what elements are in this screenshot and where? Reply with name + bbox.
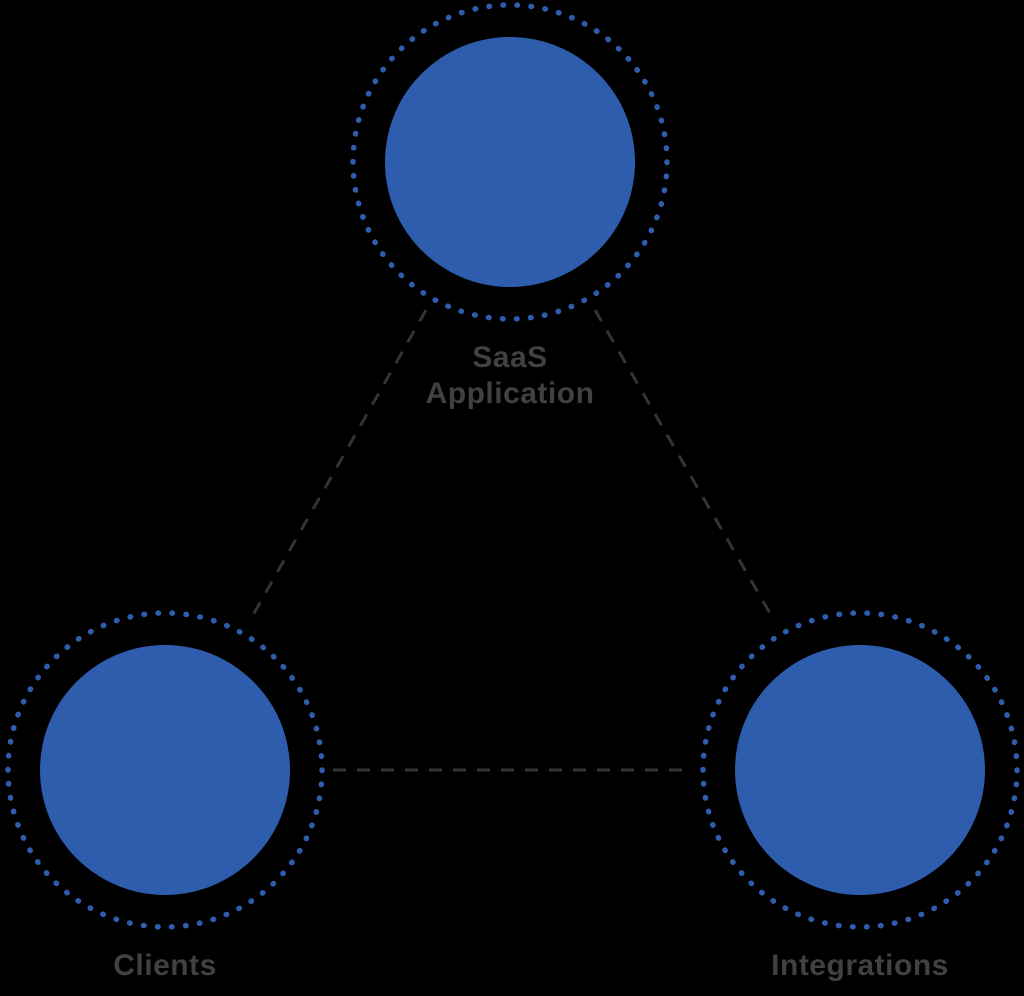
connector-saas-to-integrations [593, 309, 777, 623]
clients-dotted-ring-icon [5, 610, 325, 930]
connector-saas-to-clients [247, 309, 428, 623]
saas-application-node-circle [385, 37, 635, 287]
clients-label: Clients [113, 949, 217, 982]
integrations-label: Integrations [771, 949, 949, 982]
integrations-node-circle [735, 645, 985, 895]
saas-application-dotted-ring-icon [350, 2, 670, 322]
integrations-dotted-ring-icon [700, 610, 1020, 930]
saas-application-label: SaaS Application [425, 341, 595, 410]
clients-node-circle [40, 645, 290, 895]
